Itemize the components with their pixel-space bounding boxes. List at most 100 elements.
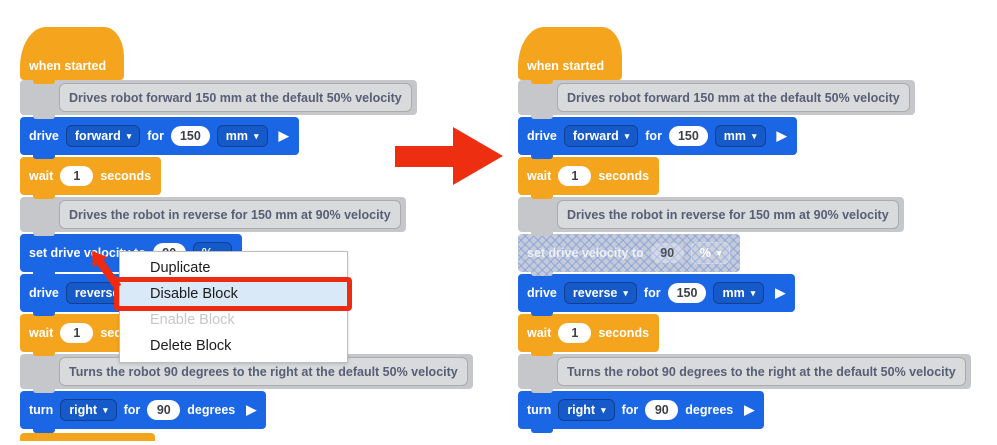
transition-arrow-icon (395, 127, 503, 185)
comment-drive-reverse[interactable]: Drives the robot in reverse for 150 mm a… (518, 197, 904, 236)
dropdown-value: reverse (74, 286, 120, 300)
dropdown[interactable]: %▾ (690, 242, 731, 264)
dropdown-value: right (69, 403, 98, 417)
comment-text: Drives robot forward 150 mm at the defau… (557, 83, 910, 112)
wait-block[interactable]: wait 1 seconds (518, 157, 660, 199)
chevron-down-icon: ▾ (254, 130, 259, 141)
block-label: for (123, 403, 141, 417)
context-menu: Duplicate Disable Block Enable Block Del… (114, 251, 352, 363)
block-label: when started (29, 59, 107, 73)
chevron-down-icon: ▾ (601, 404, 606, 415)
play-icon: ▶ (744, 402, 755, 417)
dropdown-value: mm (723, 129, 747, 143)
block-label: turn (29, 403, 54, 417)
arrow-shaft (395, 146, 455, 167)
dropdown-value: mm (722, 286, 745, 300)
value-input[interactable]: 90 (650, 243, 684, 263)
block-label: set drive velocity to (29, 246, 146, 260)
dropdown-value: forward (572, 129, 619, 143)
turn-right-block[interactable]: turn right ▾ for 90 degrees ▶ (518, 391, 765, 433)
dropdown[interactable]: right ▾ (60, 399, 117, 421)
comment-drive-forward[interactable]: Drives robot forward 150 mm at the defau… (20, 80, 417, 119)
value-input[interactable]: 90 (645, 400, 679, 420)
dropdown[interactable]: right ▾ (558, 399, 615, 421)
menu-item-label: Disable Block (150, 286, 238, 302)
menu-item-duplicate[interactable]: Duplicate (150, 260, 211, 276)
block-label: for (621, 403, 639, 417)
chevron-down-icon: ▾ (716, 247, 722, 258)
value-input[interactable]: 1 (60, 166, 94, 186)
block-label: drive (527, 286, 557, 300)
drive-forward-block[interactable]: drive forward ▾ for 150 mm ▾ ▶ (20, 117, 299, 159)
dropdown-value: right (567, 403, 596, 417)
menu-item-delete-block[interactable]: Delete Block (150, 338, 232, 354)
comment-drive-reverse[interactable]: Drives the robot in reverse for 150 mm a… (20, 197, 406, 236)
value-input[interactable]: 150 (170, 126, 210, 146)
comment-text: Turns the robot 90 degrees to the right … (557, 357, 966, 386)
wait-block[interactable]: wait 1 seconds (20, 157, 162, 199)
dropdown-value: % (699, 246, 711, 260)
block-label: when started (527, 59, 605, 73)
arrow-head (453, 127, 503, 185)
block-label: wait (29, 169, 54, 183)
turn-right-block[interactable]: turn right ▾ for 90 degrees ▶ (20, 391, 267, 433)
wait-block[interactable]: wait 1 seconds (518, 314, 660, 356)
chevron-down-icon: ▾ (624, 130, 630, 141)
value-input[interactable]: 90 (147, 400, 181, 420)
block-label: seconds (598, 326, 650, 340)
block-label: for (147, 129, 164, 143)
comment-text: Drives the robot in reverse for 150 mm a… (557, 200, 899, 229)
block-label: seconds (598, 169, 650, 183)
when-started-block[interactable]: when started (518, 27, 622, 84)
comment-turn-right[interactable]: Turns the robot 90 degrees to the right … (518, 354, 971, 393)
chevron-down-icon: ▾ (126, 130, 132, 141)
dropdown[interactable]: reverse▾ (563, 282, 637, 304)
chevron-down-icon: ▾ (623, 287, 628, 298)
block-label: for (645, 129, 662, 143)
comment-text: Drives the robot in reverse for 150 mm a… (59, 200, 401, 229)
block-label: turn (527, 403, 552, 417)
dropdown[interactable]: mm ▾ (216, 125, 268, 147)
dropdown-value: forward (74, 129, 121, 143)
value-input[interactable]: 150 (667, 283, 707, 303)
dropdown[interactable]: forward ▾ (65, 125, 141, 147)
dropdown[interactable]: forward ▾ (563, 125, 639, 147)
block-label: drive (29, 286, 59, 300)
dropdown-value: mm (225, 129, 249, 143)
dropdown[interactable]: mm ▾ (713, 282, 765, 304)
cursor-arrow-icon (92, 251, 122, 290)
play-icon: ▶ (775, 285, 786, 300)
play-icon: ▶ (776, 128, 787, 143)
next-block-partial[interactable] (20, 433, 155, 441)
block-label: drive (29, 129, 59, 143)
chevron-down-icon: ▾ (750, 287, 756, 298)
comment-drive-forward[interactable]: Drives robot forward 150 mm at the defau… (518, 80, 915, 119)
play-icon: ▶ (246, 402, 257, 417)
block-label: wait (29, 326, 54, 340)
when-started-block[interactable]: when started (20, 27, 124, 84)
value-input[interactable]: 150 (668, 126, 708, 146)
drive-forward-block[interactable]: drive forward ▾ for 150 mm ▾ ▶ (518, 117, 797, 159)
value-input[interactable]: 1 (60, 323, 94, 343)
block-label: seconds (100, 169, 152, 183)
block-label: wait (527, 169, 552, 183)
menu-item-enable-block: Enable Block (150, 312, 235, 328)
block-label: drive (527, 129, 557, 143)
value-input[interactable]: 1 (558, 323, 592, 343)
play-icon: ▶ (278, 128, 289, 143)
block-label: degrees (187, 403, 236, 417)
chevron-down-icon: ▾ (752, 130, 757, 141)
comment-text: Drives robot forward 150 mm at the defau… (59, 83, 412, 112)
block-label: degrees (685, 403, 734, 417)
value-input[interactable]: 1 (558, 166, 592, 186)
dropdown[interactable]: mm ▾ (714, 125, 766, 147)
block-label: set drive velocity to (527, 246, 644, 260)
menu-item-disable-block[interactable]: Disable Block (114, 277, 352, 311)
block-label: wait (527, 326, 552, 340)
chevron-down-icon: ▾ (103, 404, 108, 415)
